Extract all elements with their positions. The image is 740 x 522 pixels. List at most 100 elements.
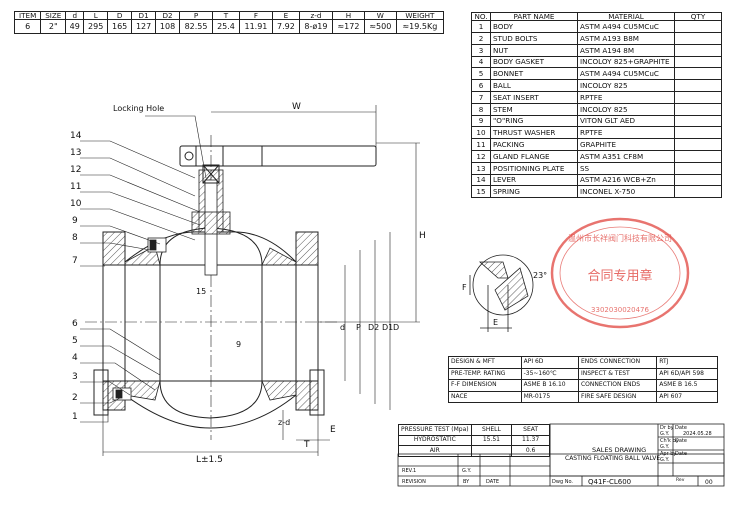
dim-h-label: H	[419, 231, 426, 241]
title-block-frame	[397, 423, 725, 487]
bom-part-name: SEAT INSERT	[490, 90, 578, 104]
title-line-2: CASTING FLOATING BALL VALVE	[565, 455, 660, 462]
title-line-1: SALES DRAWING	[592, 446, 646, 454]
rev-value: 00	[705, 479, 713, 486]
date-label-2: Date	[675, 438, 687, 444]
lever	[179, 145, 377, 184]
callout-10: 10	[70, 199, 82, 209]
chk-by-value: G.Y.	[660, 444, 670, 450]
callout-1: 1	[72, 412, 78, 422]
dim-l-label: L±1.5	[196, 455, 223, 465]
bom-material: INCOLOY 825	[577, 79, 675, 92]
bom-part-name: BODY GASKET	[490, 55, 578, 69]
dr-by-value: G.Y.	[660, 431, 670, 437]
bom-no: 15	[471, 185, 491, 199]
bom-qty	[674, 102, 722, 116]
apr-by-label: Apr by	[660, 451, 676, 457]
callout-7: 7	[72, 256, 78, 266]
callout-leaders	[80, 115, 207, 423]
bom-material: INCONEL X-750	[577, 185, 675, 199]
callout-6: 6	[72, 319, 78, 329]
bom-part-name: SPRING	[490, 185, 578, 199]
bom-material: INCOLOY 825+GRAPHITE	[577, 55, 675, 69]
detail-e-label: E	[493, 318, 498, 327]
by-label: BY	[463, 479, 470, 485]
callout-numbers: 14 13 12 11 10 9 8 7 6 5 4 3 2 1 15 9	[70, 131, 241, 422]
revision-label: REVISION	[402, 479, 426, 485]
date-label-rev: DATE	[486, 479, 499, 485]
callout-13: 13	[70, 148, 81, 158]
dim-header: WEIGHT	[395, 10, 445, 21]
callout-8: 8	[72, 233, 78, 243]
bom-header-row: NO. PART NAME MATERIAL QTY	[471, 11, 722, 22]
dim-big-d-label: D	[393, 323, 399, 332]
ptest-row: AIR 0.6	[398, 445, 550, 457]
dim-p-label: P	[356, 323, 361, 332]
dim-header: P	[179, 10, 213, 21]
dim-e-label: E	[330, 425, 336, 435]
dim-value: 11.91	[238, 19, 273, 35]
detail-f-label: F	[462, 283, 467, 292]
ptest-cell: AIR	[398, 445, 472, 457]
angle-label: 23°	[533, 271, 547, 280]
spec-label: FIRE SAFE DESIGN	[577, 390, 658, 403]
date-label-3: Date	[675, 451, 687, 457]
dim-header: z-d	[298, 10, 334, 21]
dim-value: ≈172	[332, 19, 365, 35]
dim-value: 295	[83, 19, 109, 35]
dim-header: SIZE	[40, 10, 67, 21]
callout-3: 3	[72, 372, 78, 382]
bom-qty	[674, 67, 722, 81]
bom-qty	[674, 114, 722, 128]
rev-label: Rev	[676, 477, 685, 483]
callout-5: 5	[72, 336, 78, 346]
bom-no: 8	[471, 102, 491, 116]
dim-value: 8-ø19	[298, 19, 334, 35]
dim-value: 82.55	[179, 19, 213, 35]
callout-9: 9	[72, 216, 78, 226]
dim-d2-label: D2	[368, 323, 379, 332]
dwg-no-label: Dwg No.	[552, 479, 573, 485]
dimension-value-row: 6 2" 49 295 165 127 108 82.55 25.4 11.91…	[13, 19, 445, 35]
chk-by-label: Ch'k by	[660, 438, 679, 444]
dim-header: ITEM	[13, 10, 42, 21]
bom-qty	[674, 79, 722, 92]
callout-15: 15	[196, 287, 206, 296]
locking-hole-label: Locking Hole	[113, 104, 164, 113]
dim-d-label: d	[340, 323, 345, 332]
callout-11: 11	[70, 182, 81, 192]
date-label: Date	[675, 425, 687, 431]
bom-qty	[674, 90, 722, 104]
dim-value: ≈19.5Kg	[395, 19, 445, 35]
bom-header-qty: QTY	[674, 11, 722, 22]
callout-4: 4	[72, 353, 78, 363]
bom-part-name: BALL	[490, 79, 578, 92]
dim-zd-label: z-d	[278, 418, 290, 427]
spec-value: API 607	[656, 390, 718, 403]
ring-joint-labels: 23° F E	[462, 271, 547, 327]
callout-2: 2	[72, 393, 78, 403]
dim-header: F	[238, 10, 273, 21]
pressure-test-table: PRESSURE TEST (Mpa) SHELL SEAT HYDROSTAT…	[398, 424, 550, 457]
callout-14: 14	[70, 131, 82, 141]
bom-part-name: STEM	[490, 102, 578, 116]
dimension-table: ITEM SIZE d L D D1 D2 P T F E z-d H W WE…	[13, 10, 445, 35]
gy-cell: G.Y.	[462, 468, 472, 474]
date-value: 2024.05.28	[683, 431, 712, 437]
rev1-label: REV.1	[402, 468, 416, 474]
